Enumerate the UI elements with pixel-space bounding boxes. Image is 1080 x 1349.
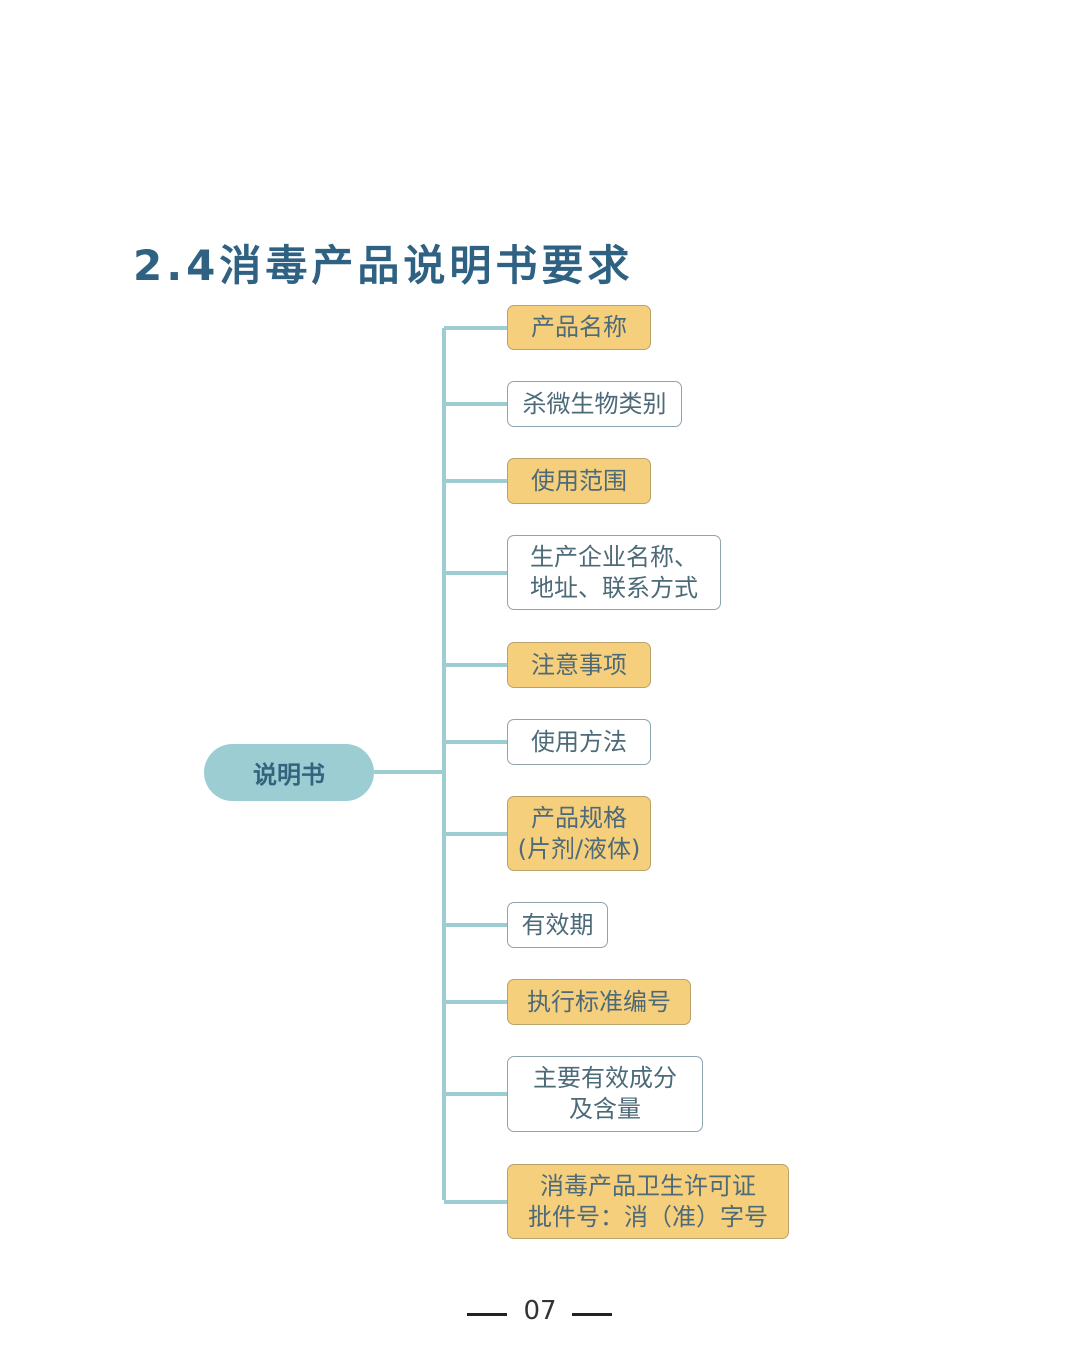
branch-connector <box>444 1092 507 1096</box>
child-node: 使用方法 <box>507 719 651 765</box>
branch-connector <box>444 571 507 575</box>
branch-connector <box>444 1000 507 1004</box>
branch-connector <box>444 326 507 330</box>
child-node: 主要有效成分 及含量 <box>507 1056 703 1132</box>
branch-connector <box>444 923 507 927</box>
child-node: 有效期 <box>507 902 608 948</box>
child-node: 执行标准编号 <box>507 979 691 1025</box>
child-node: 产品名称 <box>507 305 651 350</box>
trunk-connector <box>442 328 446 1200</box>
child-node: 生产企业名称、 地址、联系方式 <box>507 535 721 610</box>
root-node: 说明书 <box>204 744 374 801</box>
child-node: 注意事项 <box>507 642 651 688</box>
page-number-dash-right <box>572 1313 612 1316</box>
page-number: 07 <box>523 1296 557 1326</box>
branch-connector <box>444 663 507 667</box>
child-node: 使用范围 <box>507 458 651 504</box>
branch-connector <box>444 1200 507 1204</box>
branch-connector <box>444 832 507 836</box>
branch-connector <box>444 402 507 406</box>
branch-connector <box>444 479 507 483</box>
page-title: 2.4消毒产品说明书要求 <box>133 241 634 290</box>
root-connector <box>374 770 444 774</box>
child-node: 产品规格 (片剂/液体) <box>507 796 651 871</box>
page-number-dash-left <box>467 1313 507 1316</box>
child-node: 杀微生物类别 <box>507 381 682 427</box>
branch-connector <box>444 740 507 744</box>
child-node: 消毒产品卫生许可证 批件号：消（准）字号 <box>507 1164 789 1239</box>
